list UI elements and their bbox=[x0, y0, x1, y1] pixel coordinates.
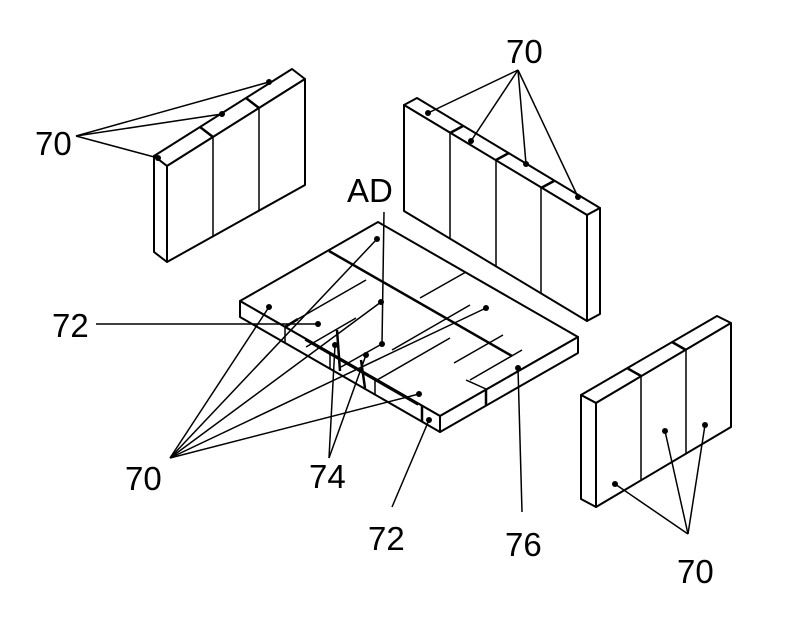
leaders-bottom-right bbox=[612, 422, 708, 535]
leader-72-left bbox=[96, 321, 321, 327]
leaders-74 bbox=[328, 342, 369, 459]
leaders-top-right bbox=[425, 69, 581, 200]
label-74: 74 bbox=[309, 458, 346, 495]
label-ad: AD bbox=[347, 172, 393, 209]
leaders-top-left bbox=[75, 79, 272, 161]
label-72-left: 72 bbox=[52, 307, 89, 344]
leader-76 bbox=[515, 365, 523, 513]
label-72-bottom: 72 bbox=[368, 520, 405, 557]
base-slab bbox=[239, 221, 579, 433]
label-76: 76 bbox=[505, 526, 542, 563]
leader-ad bbox=[379, 211, 385, 347]
panel-bottom-right bbox=[580, 315, 732, 508]
panel-top-left bbox=[153, 68, 306, 263]
label-70-top-right: 70 bbox=[506, 33, 543, 70]
label-70-base-group: 70 bbox=[125, 460, 162, 497]
leaders-base-group bbox=[169, 236, 489, 459]
label-70-bottom-right: 70 bbox=[677, 553, 714, 590]
panel-top-right bbox=[403, 97, 601, 322]
leader-72-bottom bbox=[391, 417, 432, 508]
label-70-top-left: 70 bbox=[35, 125, 72, 162]
